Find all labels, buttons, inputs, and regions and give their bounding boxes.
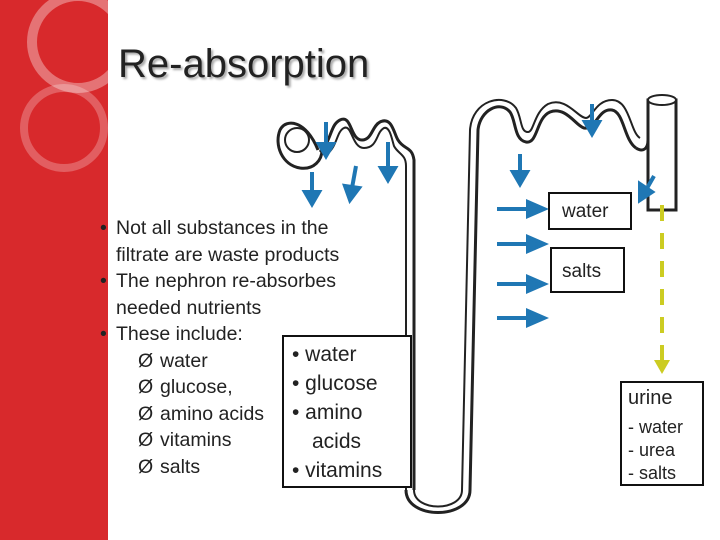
water-label-box: water xyxy=(548,192,632,230)
urine-title: urine xyxy=(628,387,673,409)
red-side-band xyxy=(0,0,108,540)
bullet-item: •The nephron re-absorbes xyxy=(100,270,337,292)
bullet-item: filtrate are waste products xyxy=(116,243,340,266)
urine-item: - water xyxy=(628,417,684,437)
box-line: • vitamins xyxy=(292,459,383,482)
salts-label-box: salts xyxy=(550,247,625,293)
glomerulus xyxy=(284,127,310,153)
slide-title: Re-absorption xyxy=(118,42,370,86)
box-line: • glucose xyxy=(292,372,378,395)
box-line: • amino xyxy=(292,401,363,424)
loop-of-henle xyxy=(404,489,472,514)
urine-item: - urea xyxy=(628,440,676,460)
box-line: acids xyxy=(312,430,362,453)
bullet-item: needed nutrients xyxy=(116,296,262,319)
bullet-item: •Not all substances in the xyxy=(100,217,329,239)
urine-flow-arrow xyxy=(654,205,670,374)
urine-item: - salts xyxy=(628,463,677,483)
bullet-item: •These include: xyxy=(100,323,243,345)
box-line: • water xyxy=(292,343,357,366)
bullet-list: •Not all substances in the filtrate are … xyxy=(100,215,339,480)
reabsorbed-substances-box: • water • glucose • amino acids • vitami… xyxy=(282,335,412,488)
urine-box: urine - water - urea - salts xyxy=(620,381,704,486)
decorative-circles xyxy=(20,0,129,172)
reabsorb-arrow xyxy=(350,165,358,189)
proximal-tubule xyxy=(318,117,416,490)
ascending-limb xyxy=(468,105,638,491)
